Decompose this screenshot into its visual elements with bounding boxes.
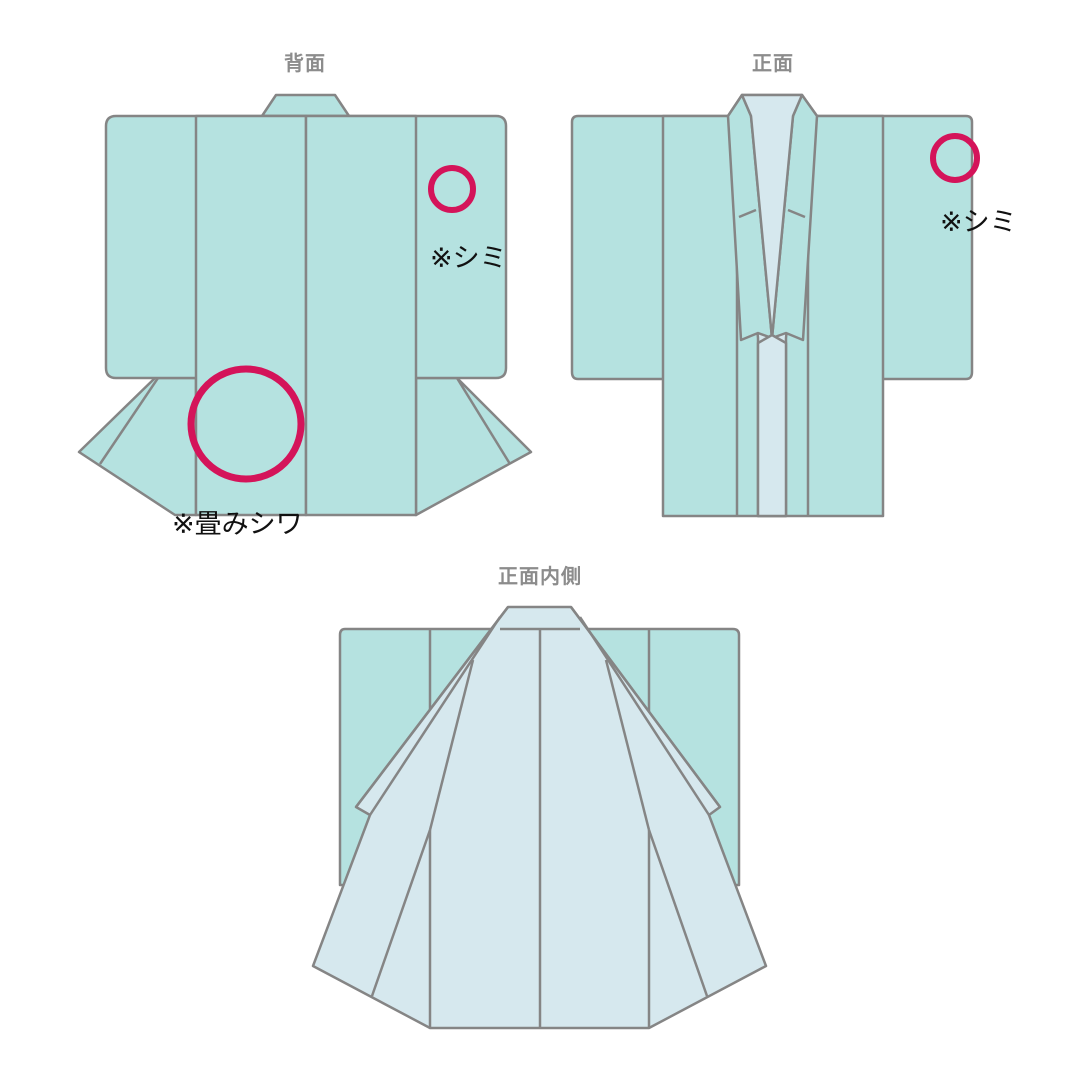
stain-marker-back [428,165,476,213]
back-panel-left [194,114,308,517]
stain-marker-front [930,133,980,183]
title-back: 背面 [284,51,326,75]
crease-marker-back [187,365,305,483]
note-front-stain: ※シミ [940,207,1017,238]
title-inside: 正面内側 [498,564,582,588]
back-collar [260,93,351,118]
title-front: 正面 [752,51,794,75]
back-panel-right [304,114,418,517]
front-view [570,93,980,518]
inside-view [311,605,768,1030]
back-skirt-left [77,376,198,517]
note-back-stain: ※シミ [430,243,507,274]
back-view [77,93,533,517]
back-skirt-right [414,376,533,517]
note-back-crease: ※畳みシワ [172,509,303,540]
